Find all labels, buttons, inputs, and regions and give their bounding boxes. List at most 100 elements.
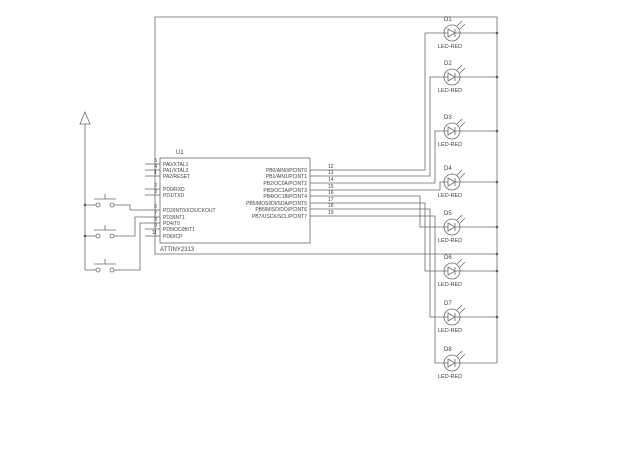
wire <box>114 216 145 237</box>
pin-label: PB1/AIN1/PCINT1 <box>266 174 307 180</box>
led-value: LED-RED <box>438 328 462 334</box>
pin-number: 9 <box>154 223 157 229</box>
pin-number: 15 <box>328 184 334 190</box>
led-ref: D2 <box>444 61 452 67</box>
ic-pin: 19 PB7/USCK/SCL/PCINT7 <box>252 210 334 220</box>
led-value: LED-RED <box>438 142 462 148</box>
led-D4: D4 LED-RED <box>438 166 466 199</box>
pushbutton-2 <box>94 225 116 239</box>
wire <box>155 16 498 363</box>
emission-arrow-icon <box>459 67 466 74</box>
pin-label: PD4/T0 <box>163 221 180 227</box>
emission-arrow-icon <box>456 118 463 125</box>
emission-arrow-icon <box>456 214 463 221</box>
junction-dot <box>83 203 87 207</box>
pin-label: PA1/XTAL2 <box>163 168 189 174</box>
led-ref: D8 <box>444 347 452 353</box>
button-terminal <box>95 267 101 273</box>
pin-label: PB4/OC1B/PCINT4 <box>263 194 307 200</box>
emission-arrow-icon <box>459 217 466 224</box>
pushbutton-1 <box>94 194 116 208</box>
vcc-power-icon <box>79 110 91 125</box>
pin-label: PD6/ICP <box>163 234 183 240</box>
junction-dots <box>83 31 499 319</box>
pin-number: 3 <box>154 189 157 195</box>
emission-arrow-icon <box>456 64 463 71</box>
led-value: LED-RED <box>438 88 462 94</box>
pin-number: 17 <box>328 197 334 203</box>
ic-pin: 17 PB5/MOSI/DI/SDA/PCINT5 <box>246 197 334 207</box>
junction-dot <box>495 75 499 79</box>
pin-label: PD5/OC0B/T1 <box>163 227 195 233</box>
wire <box>325 181 444 191</box>
wire <box>325 202 444 272</box>
button-terminal <box>95 202 101 208</box>
wire <box>325 195 444 228</box>
led-value: LED-RED <box>438 282 462 288</box>
junction-dot <box>495 180 499 184</box>
led-D8: D8 LED-RED <box>438 347 466 380</box>
diode-triangle-icon <box>447 266 456 276</box>
ic-pin: 9 PD5/OC0B/T1 <box>145 223 195 233</box>
emission-arrow-icon <box>459 172 466 179</box>
pin-number: 7 <box>154 211 157 217</box>
pin-number: 8 <box>154 217 157 223</box>
wire <box>325 130 444 184</box>
led-D6: D6 LED-RED <box>438 255 466 288</box>
emission-arrow-icon <box>456 304 463 311</box>
button-terminal <box>95 233 101 239</box>
pin-number: 19 <box>328 210 334 216</box>
ic-body <box>159 157 311 244</box>
ic-pin: 4 PA1/XTAL2 <box>145 164 189 174</box>
pin-number: 12 <box>328 164 334 170</box>
wire <box>114 204 145 211</box>
pin-number: 2 <box>154 183 157 189</box>
pin-number: 14 <box>328 177 334 183</box>
wire <box>325 32 444 171</box>
pin-label: PB0/AIN0/PCINT0 <box>266 168 307 174</box>
button-terminal <box>109 267 115 273</box>
led-ref: D7 <box>444 301 452 307</box>
wire <box>325 76 444 177</box>
diode-triangle-icon <box>447 126 456 136</box>
pin-label: PA2/RESET <box>163 174 190 180</box>
pin-number: 4 <box>154 164 157 170</box>
ic-pin: 2 PD0/RXD <box>145 183 185 193</box>
pin-label: PA0/XTAL1 <box>163 162 189 168</box>
pin-label: PB5/MOSI/DI/SDA/PCINT5 <box>246 201 307 207</box>
led-D2: D2 LED-RED <box>438 61 466 94</box>
junction-dot <box>495 252 499 256</box>
ic-pin: 5 PA0/XTAL1 <box>145 158 189 168</box>
ic-pin: 3 PD1/TXD <box>145 189 185 199</box>
emission-arrow-icon <box>456 258 463 265</box>
pin-label: PD3/INT1 <box>163 215 185 221</box>
led-D3: D3 LED-RED <box>438 115 466 148</box>
pushbutton-3 <box>94 259 116 273</box>
pin-number: 5 <box>154 158 157 164</box>
pin-label: PB7/USCK/SCL/PCINT7 <box>252 214 307 220</box>
ic-pin: 11 PD6/ICP <box>145 230 183 240</box>
junction-dot <box>495 269 499 273</box>
wires <box>84 16 498 364</box>
ic-attiny2313: U1 ATTINY2313 5 PA0/XTAL1 4 PA1/XTAL2 1 … <box>145 150 334 253</box>
led-ref: D1 <box>444 17 452 23</box>
ic-pin: 8 PD4/T0 <box>145 217 180 227</box>
emission-arrow-icon <box>456 169 463 176</box>
wire <box>114 222 145 271</box>
ic-pin: 18 PB6/MISO/DO/PCINT6 <box>255 203 333 213</box>
button-terminal <box>109 202 115 208</box>
led-D7: D7 LED-RED <box>438 301 466 334</box>
junction-dot <box>495 225 499 229</box>
led-value: LED-RED <box>438 374 462 380</box>
ic-ref: U1 <box>176 150 184 156</box>
diode-triangle-icon <box>447 358 456 368</box>
power-arrow-icon <box>79 110 91 125</box>
ic-pin: 15 PB3/OC1A/PCINT3 <box>263 184 333 194</box>
pin-number: 18 <box>328 203 334 209</box>
ic-part: ATTINY2313 <box>160 247 195 253</box>
pin-label: PB2/OC0A/PCINT2 <box>263 181 307 187</box>
diode-triangle-icon <box>447 177 456 187</box>
emission-arrow-icon <box>459 261 466 268</box>
emission-arrow-icon <box>459 353 466 360</box>
